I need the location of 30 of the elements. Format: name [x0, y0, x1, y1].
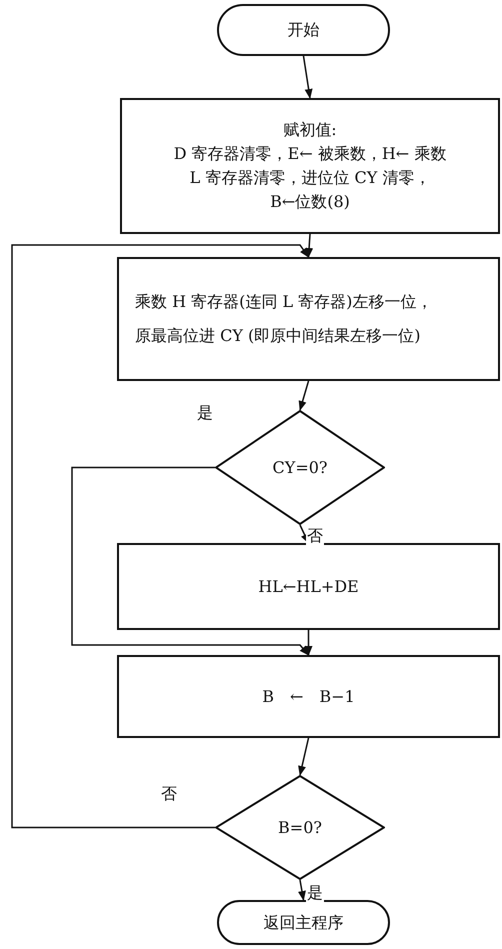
- arrow: [305, 234, 314, 258]
- step-text: D 寄存器清零，E← 被乘数，H← 乘数: [174, 143, 446, 165]
- edge-label: 否: [160, 785, 178, 803]
- edge-label: 否: [306, 527, 324, 545]
- step-text: 乘数 H 寄存器(连同 L 寄存器)左移一位，: [135, 291, 432, 313]
- condition-text: CY=0?: [272, 456, 328, 478]
- process-box: [117, 543, 500, 630]
- step-text: HL←HL+DE: [258, 576, 359, 598]
- arrow: [302, 56, 313, 99]
- step-text: 赋初值:: [283, 119, 337, 141]
- terminal-box: [217, 4, 390, 56]
- process-box: [117, 257, 500, 381]
- process-box: [117, 655, 500, 738]
- edge-label: 是: [306, 884, 324, 902]
- arrow: [298, 380, 310, 411]
- arrow: [11, 244, 310, 828]
- terminal-box: [217, 900, 390, 945]
- arrow: [304, 630, 312, 656]
- step-text: 开始: [288, 19, 320, 41]
- edge-label: 是: [196, 404, 214, 422]
- arrow: [298, 880, 306, 901]
- step-text: 原最高位进 CY (即原中间结果左移一位): [135, 325, 420, 347]
- arrow: [298, 738, 310, 776]
- process-box: [120, 98, 500, 234]
- step-text: B ← B−1: [262, 686, 355, 708]
- step-text: L 寄存器清零，进位位 CY 清零，: [190, 167, 430, 189]
- arrow: [71, 466, 310, 656]
- step-text: 返回主程序: [264, 912, 344, 934]
- condition-text: B=0?: [278, 816, 322, 838]
- step-text: B←位数(8): [270, 191, 350, 213]
